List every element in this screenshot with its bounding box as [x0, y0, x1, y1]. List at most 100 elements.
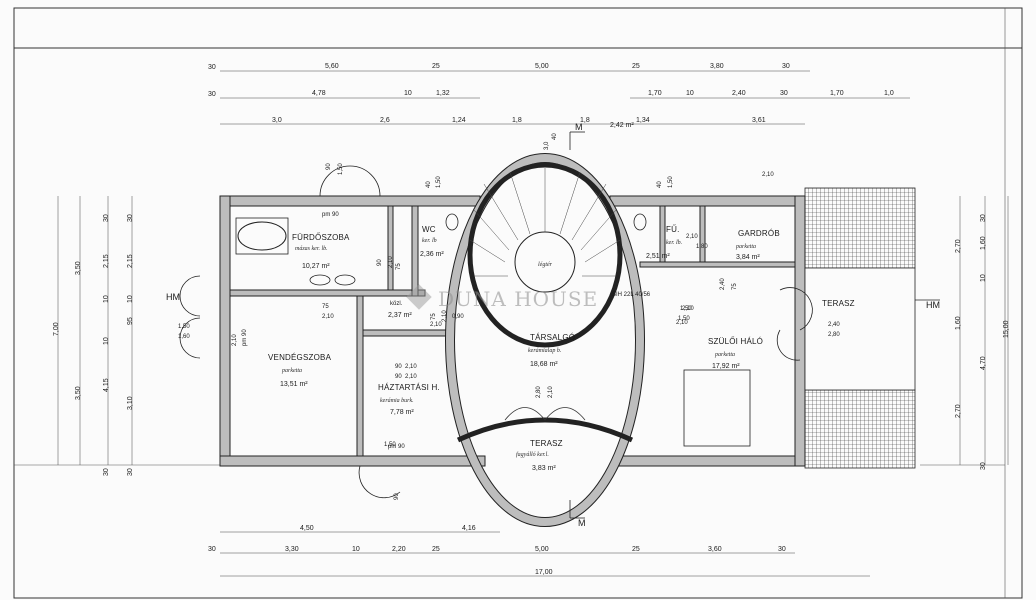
- legter-label: légtér: [538, 262, 553, 268]
- svg-text:2,10: 2,10: [405, 364, 417, 370]
- room-haztartasi: HÁZTARTÁSI H. kerámia burk. 7,78 m²: [378, 383, 440, 416]
- spiral-stair: [469, 168, 621, 277]
- svg-text:90: 90: [395, 374, 402, 380]
- terrace-right-hatch-top: [804, 187, 916, 269]
- dim-row2-5: 10: [686, 90, 694, 97]
- terrace-doors: [504, 407, 586, 421]
- svg-text:1,50: 1,50: [384, 442, 396, 448]
- dim-row2-9: 1,0: [884, 90, 894, 97]
- room-area: 2,37 m²: [388, 312, 412, 319]
- dim-right-6: 4,70: [980, 356, 987, 370]
- svg-text:1,80: 1,80: [696, 244, 708, 250]
- svg-text:90: 90: [395, 364, 402, 370]
- room-terasz-right: TERASZ: [822, 299, 855, 308]
- dim-bottom1-0: 4,50: [300, 525, 314, 532]
- svg-text:2,10: 2,10: [405, 374, 417, 380]
- dim-row1-6: 30: [782, 63, 790, 70]
- dim-bottom3-0: 17,00: [535, 569, 553, 576]
- dim-row3-5: 2,42 m²: [610, 122, 634, 129]
- fu-toilet: [633, 213, 647, 231]
- room-vendegszoba: VENDÉGSZOBA parketta 13,51 m²: [268, 353, 331, 388]
- dim-left-14: 30: [127, 468, 134, 476]
- dim-bottom2-8: 30: [778, 546, 786, 553]
- room-floor: kerámialap b.: [528, 348, 561, 354]
- room-name: HÁZTARTÁSI H.: [378, 383, 440, 392]
- room-floor: ker. lb.: [666, 240, 682, 246]
- sink-1: [309, 274, 331, 286]
- svg-text:75: 75: [322, 304, 329, 310]
- bed: [683, 369, 751, 447]
- svg-text:pm 90: pm 90: [242, 329, 248, 346]
- dim-row2-3: 1,32: [436, 90, 450, 97]
- svg-text:90: 90: [326, 163, 332, 170]
- dim-left-3: 30: [103, 214, 110, 222]
- dim-left-5: 7,00: [53, 322, 60, 336]
- room-szuloi: SZÜLŐI HÁLÓ parketta 17,92 m²: [708, 337, 763, 370]
- section-marker-top: M: [575, 122, 583, 132]
- dim-row1-2: 25: [432, 63, 440, 70]
- dim-bottom2-0: 30: [208, 546, 216, 553]
- dim-right-4: 1,60: [955, 316, 962, 330]
- dim-right-2: 2,70: [955, 239, 962, 253]
- interior-walls: [229, 205, 796, 457]
- svg-text:75: 75: [431, 313, 437, 320]
- dim-bottom2-7: 3,60: [708, 546, 722, 553]
- svg-text:1,50: 1,50: [178, 324, 190, 330]
- room-floor: parketta: [281, 368, 302, 374]
- top-dimension-row-1: 30 5,60 25 5,00 25 3,80 30: [208, 63, 810, 72]
- sheet-border: [13, 7, 1023, 599]
- room-area: 13,51 m²: [280, 381, 308, 388]
- room-terasz-bottom: TERASZ fagyálló ker.l. 3,83 m²: [516, 439, 563, 472]
- room-area: 17,92 m²: [712, 363, 740, 370]
- room-furdoszoba: FÜRDŐSZOBA mázas ker. lb. 10,27 m²: [292, 233, 350, 270]
- left-dimensions: 3,50 2,15 2,15 30 30 7,00 10 10 95 10 3,…: [53, 196, 134, 476]
- dim-left-7: 10: [127, 295, 134, 303]
- room-area: 3,83 m²: [532, 465, 556, 472]
- svg-text:3,0: 3,0: [544, 141, 550, 150]
- room-fu: FŰ. ker. lb. 2,51 m²: [646, 225, 682, 260]
- room-name: SZÜLŐI HÁLÓ: [708, 337, 763, 346]
- dim-right-1: 1,60: [980, 236, 987, 250]
- dim-right-0: 30: [980, 214, 987, 222]
- dim-right-3: 10: [980, 274, 987, 282]
- top-dimension-row-2: 30 4,78 10 1,32 1,70 10 2,40 30 1,70 1,0: [208, 90, 910, 99]
- dim-bottom2-5: 5,00: [535, 546, 549, 553]
- dim-row3-4: 1,8: [580, 117, 590, 124]
- svg-text:1,50: 1,50: [436, 176, 442, 188]
- logo-text: DUNA HOUSE: [438, 287, 598, 311]
- hm-marker-right: HM: [926, 300, 940, 310]
- svg-text:75: 75: [396, 263, 402, 270]
- dim-right-8: 30: [980, 462, 987, 470]
- svg-text:0,90: 0,90: [452, 314, 464, 320]
- svg-text:2,10: 2,10: [548, 386, 554, 398]
- dim-left-4: 30: [127, 214, 134, 222]
- dim-row2-1: 4,78: [312, 90, 326, 97]
- terrace-arc-wall: [456, 417, 634, 443]
- dim-row2-0: 30: [208, 91, 216, 98]
- room-kozl: közl. 2,37 m²: [388, 301, 412, 319]
- dim-row1-3: 5,00: [535, 63, 549, 70]
- dim-row1-4: 25: [632, 63, 640, 70]
- room-area: 3,84 m²: [736, 254, 760, 261]
- svg-text:2,10: 2,10: [762, 172, 774, 178]
- svg-text:2,40: 2,40: [720, 278, 726, 290]
- dim-left-8: 95: [127, 317, 134, 325]
- svg-text:40: 40: [657, 181, 663, 188]
- room-name: GARDRÓB: [738, 229, 780, 238]
- room-name: FÜRDŐSZOBA: [292, 233, 350, 242]
- dim-row1-1: 5,60: [325, 63, 339, 70]
- stair-inner-wall: [467, 162, 623, 348]
- dim-row3-6: 1,34: [636, 117, 650, 124]
- svg-text:1,50: 1,50: [668, 176, 674, 188]
- sink-2: [334, 274, 356, 286]
- room-area: 18,68 m²: [530, 361, 558, 368]
- room-floor: parketta: [714, 352, 735, 358]
- room-name: közl.: [390, 301, 403, 307]
- dim-left-12: 3,10: [127, 396, 134, 410]
- dim-left-6: 10: [103, 295, 110, 303]
- svg-text:pm 90: pm 90: [388, 444, 405, 450]
- svg-text:2,40: 2,40: [828, 322, 840, 328]
- room-floor: kerámia burk.: [380, 398, 414, 404]
